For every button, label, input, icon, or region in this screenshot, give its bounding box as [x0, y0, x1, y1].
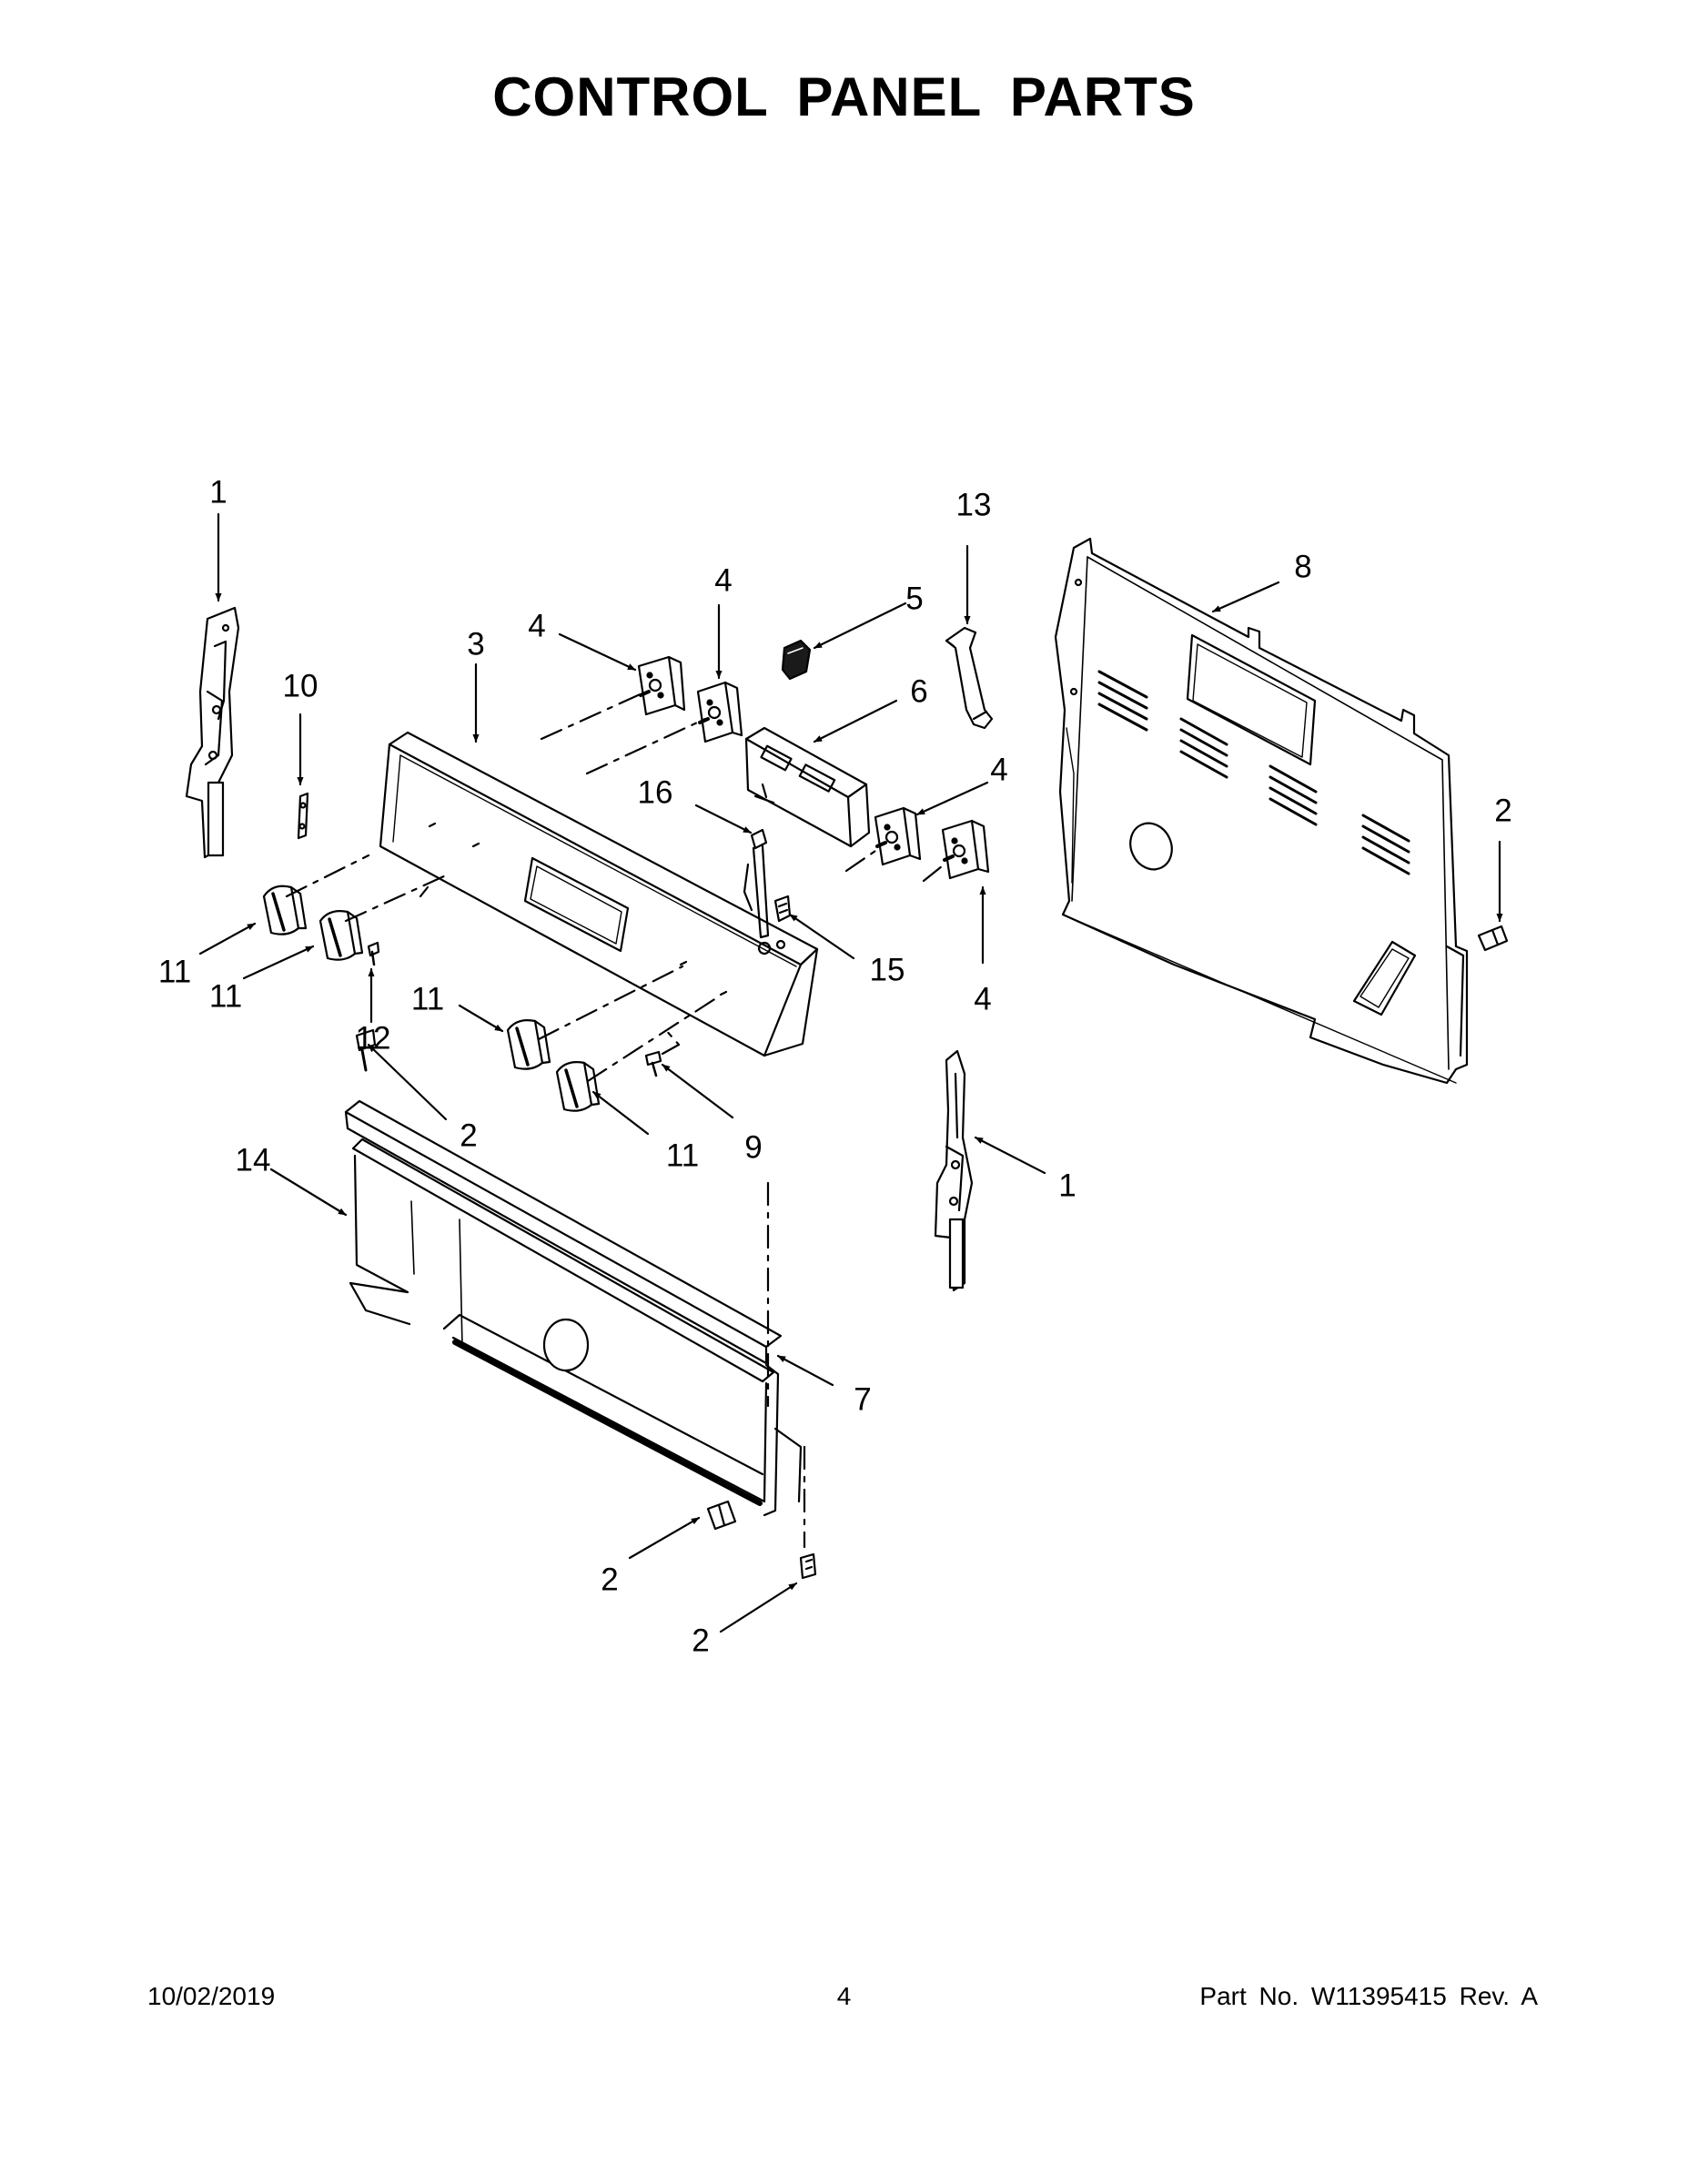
screw-2-bottom-b [799, 1552, 817, 1580]
callout-2-bottom-b: 2 [692, 1623, 709, 1658]
callout-2-right: 2 [1494, 793, 1511, 828]
callout-15: 15 [870, 952, 905, 987]
electronic-control-board [744, 726, 871, 848]
screw-9 [644, 1050, 662, 1077]
callout-11-c: 11 [411, 981, 444, 1016]
control-panel [379, 731, 819, 1057]
end-bracket-left [185, 606, 240, 859]
callout-10: 10 [283, 668, 318, 703]
callout-3: 3 [467, 626, 484, 662]
callout-7: 7 [854, 1381, 871, 1417]
callout-labels: 1 10 3 4 4 5 13 8 6 16 4 2 11 11 12 15 4… [158, 474, 1512, 1658]
knob-b [318, 910, 364, 961]
callout-2-bottom-a: 2 [601, 1562, 618, 1597]
mounting-bracket [945, 626, 994, 730]
end-bracket-right [934, 1049, 974, 1292]
callout-4-c: 4 [990, 752, 1007, 787]
callout-1-right: 1 [1058, 1168, 1076, 1203]
callout-4-d: 4 [974, 981, 991, 1016]
callout-12: 12 [356, 1020, 391, 1056]
control-switch-a [637, 655, 686, 716]
knob-c [506, 1019, 551, 1070]
callout-13: 13 [956, 487, 992, 522]
alignment-lines [285, 690, 948, 1549]
callout-5: 5 [905, 581, 923, 616]
sensor-probe [743, 828, 770, 939]
control-switch-d [941, 819, 990, 880]
callout-1-left: 1 [209, 474, 227, 510]
callout-11-d: 11 [666, 1138, 699, 1173]
clip-part [297, 792, 309, 840]
callout-14: 14 [236, 1142, 271, 1178]
callout-11-b: 11 [209, 978, 242, 1014]
knob-a [262, 885, 308, 935]
screw-2-bottom-a [706, 1500, 737, 1531]
rear-back-panel [1054, 537, 1469, 1085]
footer-page-number: 4 [836, 1982, 852, 2010]
callout-9: 9 [744, 1129, 762, 1165]
page-title: CONTROL PANEL PARTS [492, 66, 1196, 127]
callout-11-a: 11 [158, 954, 191, 989]
leader-arrows [198, 512, 1503, 1633]
knob-d [555, 1061, 601, 1112]
callout-16: 16 [638, 774, 673, 810]
control-switch-b [696, 681, 743, 743]
callout-8: 8 [1294, 549, 1311, 584]
lower-manifold-panel [344, 1099, 803, 1517]
callout-4-b: 4 [714, 562, 732, 598]
callout-4-a: 4 [528, 608, 545, 643]
callout-2-top: 2 [460, 1117, 477, 1153]
callout-6: 6 [910, 673, 927, 709]
screw-2-right [1477, 925, 1509, 952]
footer-date: 10/02/2019 [147, 1982, 276, 2010]
small-switch-part [781, 639, 812, 681]
grommet-part [773, 895, 792, 923]
screw-12 [367, 941, 380, 966]
footer-part-number: Part No. W11395415 Rev. A [1199, 1982, 1538, 2010]
control-switch-c [874, 806, 922, 866]
